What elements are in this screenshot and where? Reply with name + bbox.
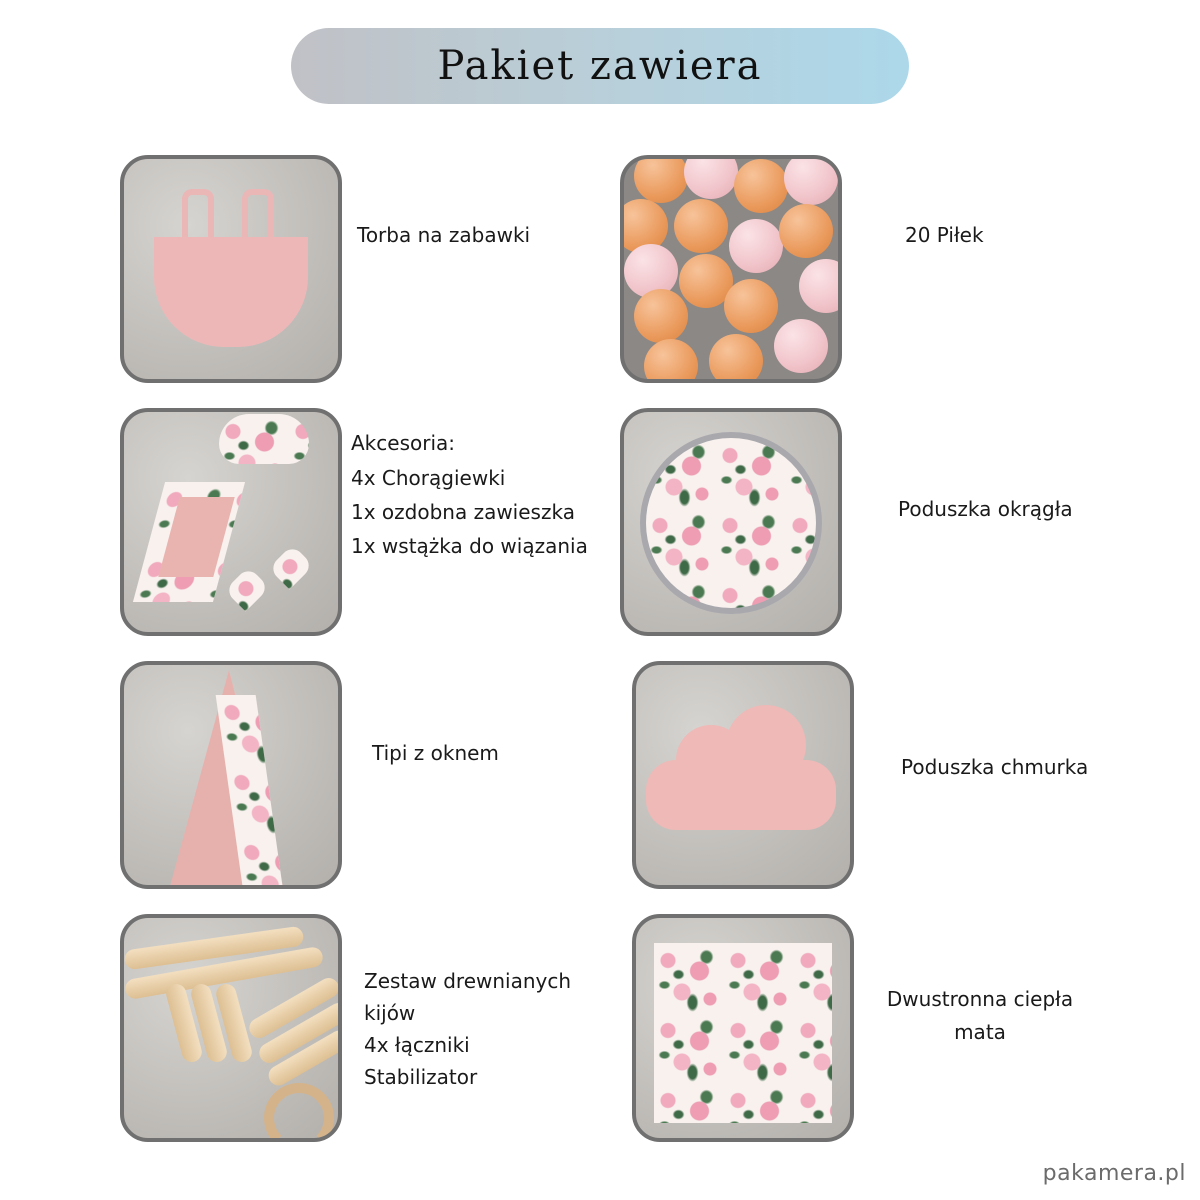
item-label: Zestaw drewnianych — [364, 969, 572, 993]
round-pillow-image — [620, 408, 842, 636]
toy-bag-image — [120, 155, 342, 383]
mat-image — [632, 914, 854, 1142]
item-label: Akcesoria: — [351, 431, 455, 455]
wooden-sticks-image — [120, 914, 342, 1142]
balls-image — [620, 155, 842, 383]
item-label: Stabilizator — [364, 1065, 478, 1089]
accessories-image — [120, 408, 342, 636]
item-label: mata — [954, 1020, 1006, 1044]
item-label: Poduszka okrągła — [898, 497, 1073, 521]
page-title: Pakiet zawiera — [437, 43, 763, 89]
item-label: 1x ozdobna zawieszka — [351, 500, 575, 524]
cloud-pillow-image — [632, 661, 854, 889]
item-label: Torba na zabawki — [357, 223, 531, 247]
watermark: pakamera.pl — [1042, 1161, 1186, 1186]
title-banner: Pakiet zawiera — [291, 28, 909, 104]
item-label: 20 Piłek — [905, 223, 984, 247]
tipi-image — [120, 661, 342, 889]
item-label: Poduszka chmurka — [901, 755, 1089, 779]
item-label: Dwustronna ciepła — [886, 987, 1074, 1011]
item-label: 4x Chorągiewki — [351, 466, 506, 490]
item-label: 1x wstążka do wiązania — [351, 534, 588, 558]
item-label: 4x łączniki — [364, 1033, 470, 1057]
item-label: Tipi z oknem — [372, 741, 499, 765]
item-label: kijów — [364, 1001, 416, 1025]
